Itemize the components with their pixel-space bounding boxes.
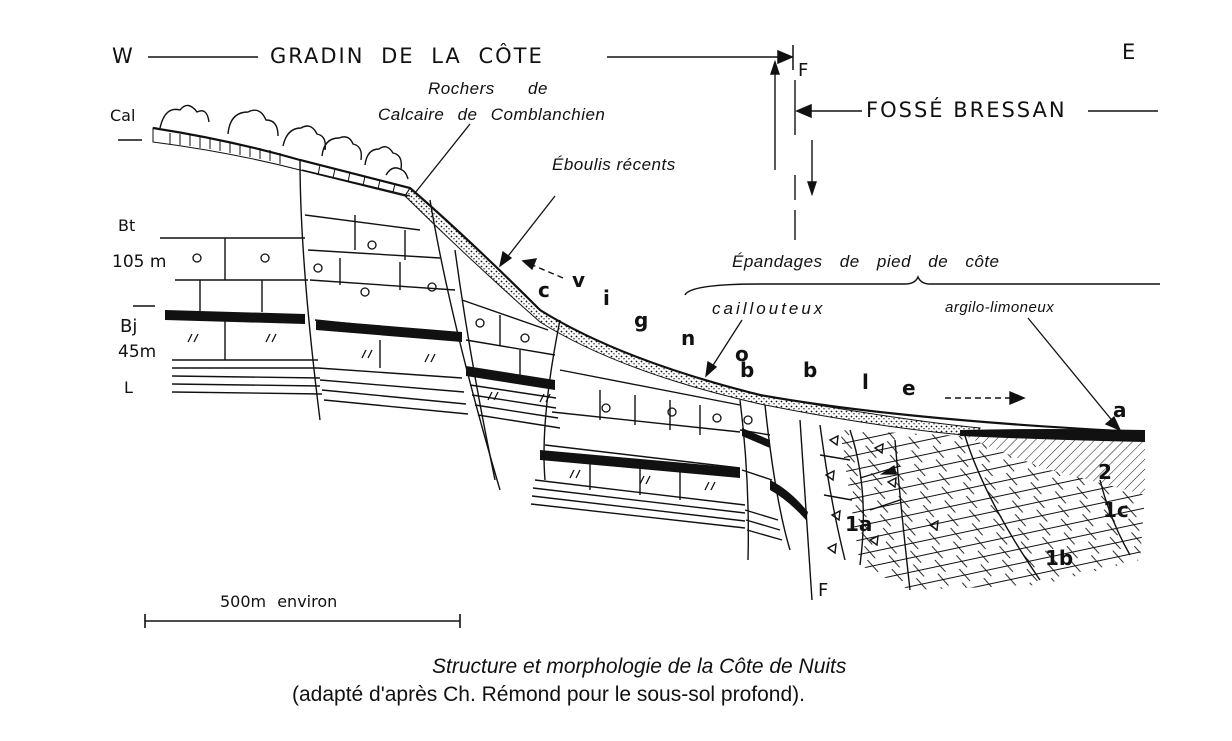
header-lines [148,45,1158,119]
unit-1c: 1c [1103,498,1129,522]
leader-lines [414,123,1122,511]
rochers-label-1: Rochers de [428,79,548,98]
vignoble-letter: n [681,326,696,350]
gradin-label: GRADIN DE LA CÔTE [270,44,544,68]
scale-label: 500m environ [220,592,338,611]
terrain [152,126,1145,590]
stratum-cal: Cal [110,106,136,125]
stratum-thickness-45: 45m [118,342,157,362]
stratum-bj: Bj [120,316,138,337]
vegetation [159,104,409,180]
vignoble-letter: o [735,342,749,366]
marker-b: b [740,358,755,382]
epandages-brace [684,275,1160,296]
east-label: E [1122,40,1138,64]
stratum-bt: Bt [118,216,136,235]
unit-1b: 1b [1045,546,1074,570]
caption-title: Structure et morphologie de la Côte de N… [432,655,847,678]
unit-1a: 1a [845,512,873,536]
rochers-label-2: Calcaire de Comblanchien [378,105,606,124]
unit-2: 2 [1098,460,1112,484]
caption-credit: (adapté d'après Ch. Rémond pour le sous-… [292,683,805,706]
vignoble-letter: g [634,308,649,332]
vignoble-letter: l [862,370,869,394]
scale-bar [144,614,461,628]
marker-a: a [1113,398,1127,422]
stratum-l: L [124,378,133,397]
argilo-label: argilo-limoneux [945,299,1055,316]
caillouteux-label: caillouteux [712,299,826,318]
fault-label-top: F [798,60,809,81]
stratum-thickness-105: 105 m [112,252,167,272]
marker-c: c [538,278,550,302]
epandages-label: Épandages de pied de côte [732,252,1000,271]
vignoble-letter: e [902,376,916,400]
strata-ticks [118,139,155,307]
fosse-label: FOSSÉ BRESSAN [866,98,1067,122]
vignoble-letter: i [603,286,610,310]
marker-bed [165,310,808,520]
west-label: W [112,44,135,68]
fault-label-bottom: F [818,580,829,601]
oolite-marks [187,240,753,491]
vignoble-letter: b [803,358,818,382]
vignoble-arrows [521,258,1026,406]
eboulis-label: Éboulis récents [552,155,676,174]
fault-trace-top [770,59,817,240]
vignoble-letter: v [572,268,586,292]
